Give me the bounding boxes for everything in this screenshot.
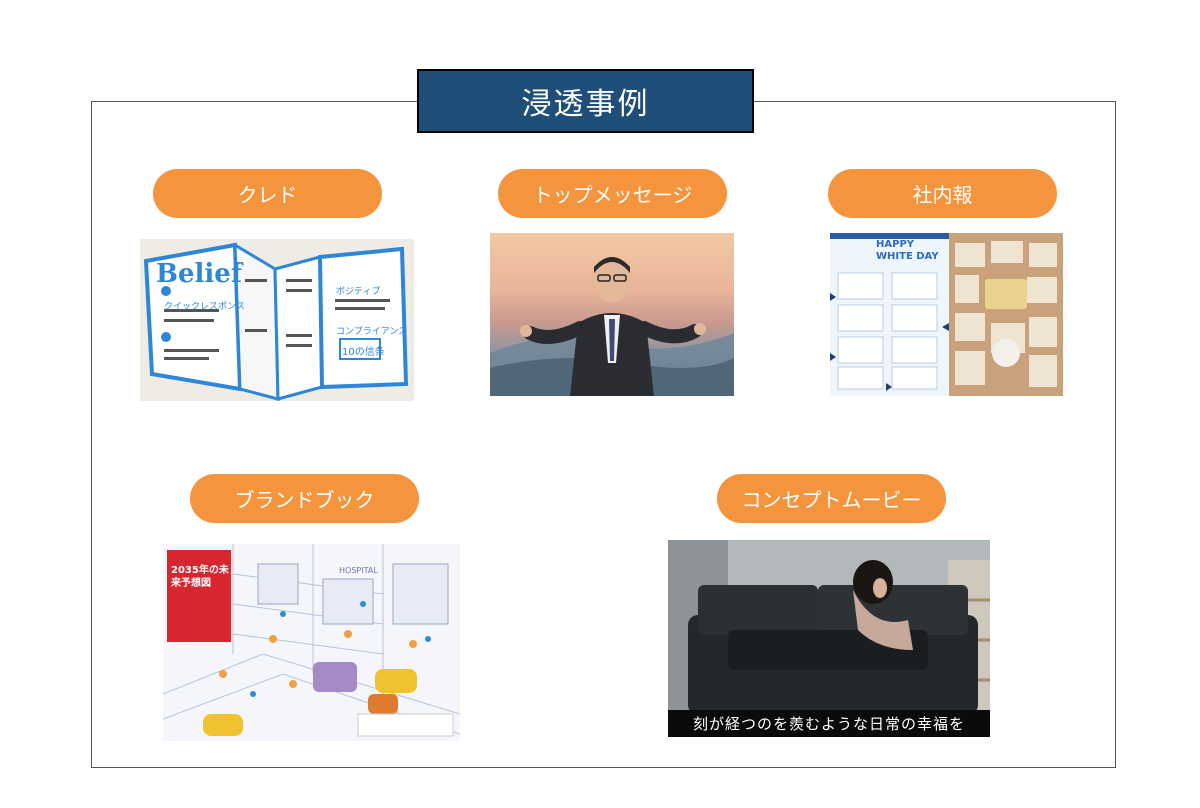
- credo-item-3: コンプライアンス: [336, 327, 408, 337]
- pill-brand-book: ブランドブック: [190, 474, 419, 523]
- credo-image: Belief クイックレスポンス ポジティブ コンプライアンス 10の信条: [140, 239, 414, 401]
- credo-badge: 10の信条: [342, 347, 385, 358]
- movie-scene: [668, 540, 990, 737]
- newsletter-headline: HAPPY WHITE DAY: [876, 239, 939, 262]
- pill-concept-movie: コンセプトムービー: [717, 474, 946, 523]
- newsletter-left-page: [830, 233, 949, 396]
- pill-top-message: トップメッセージ: [498, 169, 727, 218]
- newsletter-right-page: [949, 233, 1063, 396]
- credo-item-2: ポジティブ: [336, 287, 381, 297]
- brand-book-image: 2035年の未来予想図 HOSPITAL: [163, 544, 460, 741]
- brand-book-title: 2035年の未来予想図: [171, 565, 229, 589]
- movie-subtitle: 刻が経つのを羨むような日常の幸福を: [692, 715, 965, 733]
- page-title: 浸透事例: [417, 69, 754, 133]
- city-illustration: [163, 544, 460, 741]
- concept-movie-image: 刻が経つのを羨むような日常の幸福を: [668, 540, 990, 737]
- pill-credo: クレド: [153, 169, 382, 218]
- credo-illustration: [140, 239, 414, 401]
- credo-item-1: クイックレスポンス: [164, 302, 245, 312]
- brand-book-sign: HOSPITAL: [339, 566, 378, 575]
- pill-newsletter: 社内報: [828, 169, 1057, 218]
- credo-heading: Belief: [156, 259, 242, 289]
- speaker-illustration: [490, 257, 734, 396]
- newsletter-image: HAPPY WHITE DAY: [830, 233, 1063, 396]
- movie-subtitle-bar: 刻が経つのを羨むような日常の幸福を: [668, 710, 990, 737]
- top-message-image: [490, 233, 734, 396]
